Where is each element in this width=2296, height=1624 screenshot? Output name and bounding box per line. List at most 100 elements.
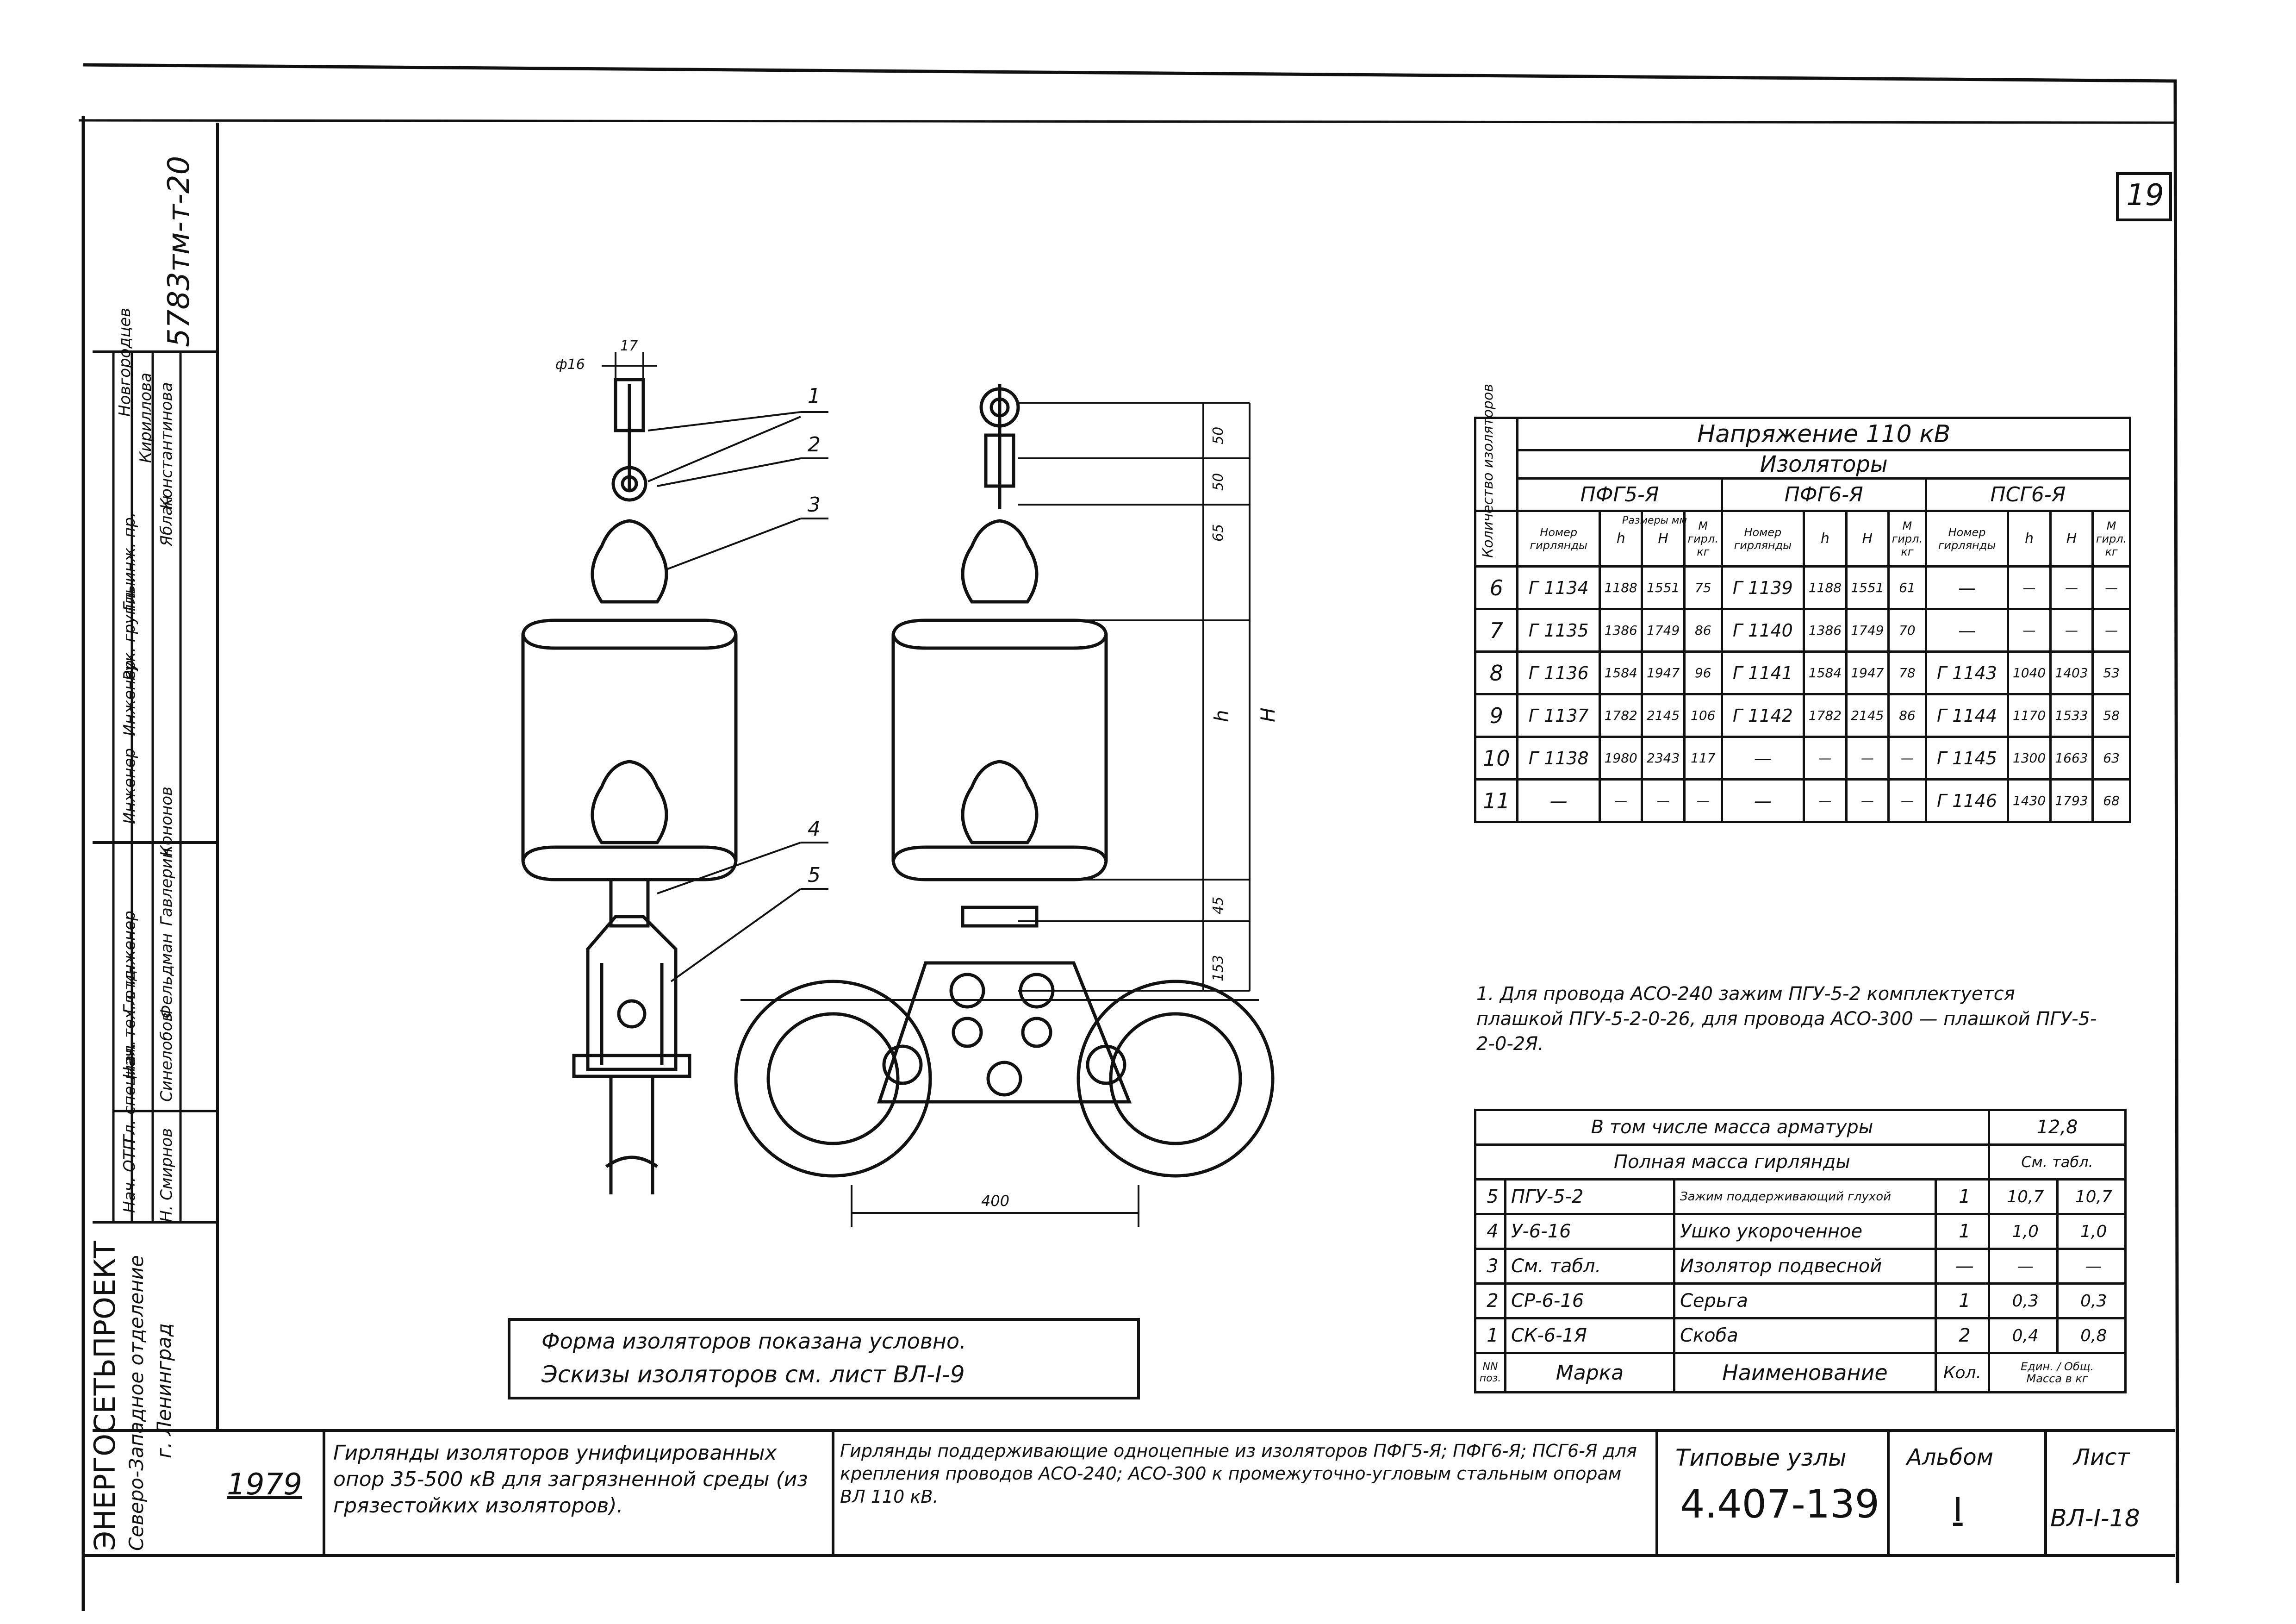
col-nomer: Номер гирлянды [1516, 510, 1601, 568]
org-branch: Северо-Западное отделение [125, 1255, 148, 1551]
table-cell: 1947 [1845, 650, 1890, 695]
table-cell: — [1887, 736, 1927, 781]
signature-name: Фельдман [157, 933, 176, 1018]
signature-name: Синелобов [157, 1012, 176, 1102]
h-pos: NN поз. [1474, 1352, 1506, 1393]
table-cell: 1749 [1845, 608, 1890, 653]
table-cell: Г 1146 [1924, 778, 2010, 823]
table-cell: 1430 [2007, 778, 2052, 823]
total-mass-label: Полная масса гирлянды [1474, 1143, 1990, 1181]
col-H: H [1641, 510, 1686, 568]
spec-cell-mark: СР-6-16 [1504, 1282, 1675, 1319]
col-nomer: Номер гирлянды [1924, 510, 2010, 568]
table-cell: 58 [2091, 693, 2131, 738]
h-qty: Кол. [1935, 1352, 1990, 1393]
table-cell: Г 1141 [1720, 650, 1805, 695]
table-cell: 7 [1474, 608, 1519, 653]
table-cell: 86 [1887, 693, 1927, 738]
table-cell: 1749 [1641, 608, 1686, 653]
spec-cell-qty: 1 [1935, 1178, 1990, 1215]
fittings-mass-value: 12,8 [1988, 1109, 2127, 1146]
spec-cell-name: Серьга [1673, 1282, 1937, 1319]
spec-cell-unit: — [1988, 1248, 2059, 1285]
table-cell: 86 [1683, 608, 1723, 653]
table-cell: 2145 [1641, 693, 1686, 738]
table-cell: 11 [1474, 778, 1519, 823]
table-cell: — [1803, 778, 1848, 823]
note-text: 1. Для провода АСО-240 зажим ПГУ-5-2 ком… [1476, 983, 2097, 1055]
table-cell: — [2049, 565, 2094, 610]
table-cell: — [1803, 736, 1848, 781]
h-name: Наименование [1673, 1352, 1937, 1393]
table-cell: 1663 [2049, 736, 2094, 781]
callout-4: 4 [808, 817, 821, 841]
table-cell: 63 [2091, 736, 2131, 781]
table-cell: 6 [1474, 565, 1519, 610]
table-cell: 1980 [1598, 736, 1643, 781]
row-header: Количество изоляторов [1480, 384, 1496, 558]
spec-cell-pos: 5 [1474, 1178, 1506, 1215]
table-cell: Г 1138 [1516, 736, 1601, 781]
table-cell: — [1887, 778, 1927, 823]
album-value: I [1953, 1491, 1963, 1529]
table-cell: — [1641, 778, 1686, 823]
spec-cell-name: Зажим поддерживающий глухой [1673, 1178, 1937, 1215]
spec-cell-pos: 3 [1474, 1248, 1506, 1285]
table-cell: 78 [1887, 650, 1927, 695]
table-cell: — [1720, 736, 1805, 781]
callout-5: 5 [808, 863, 821, 887]
table-cell: Г 1137 [1516, 693, 1601, 738]
dim-d16: ф16 [555, 356, 585, 373]
dim-400: 400 [981, 1192, 1010, 1210]
table-cell: 1386 [1803, 608, 1848, 653]
signature-name: Константинова [157, 382, 176, 509]
spec-cell-pos: 4 [1474, 1213, 1506, 1250]
table-cell: 117 [1683, 736, 1723, 781]
h-mass-total: Общ. [2064, 1360, 2094, 1373]
dim-d17: 17 [620, 338, 638, 354]
table-cell: 1533 [2049, 693, 2094, 738]
table-cell: Г 1134 [1516, 565, 1601, 610]
table-cell: — [1720, 778, 1805, 823]
col-h: h [2007, 510, 2052, 568]
sheet-label: Лист [2073, 1444, 2130, 1470]
spec-cell-unit: 10,7 [1988, 1178, 2059, 1215]
insulators-subtitle: Изоляторы [1516, 449, 2131, 480]
table-cell: — [1845, 736, 1890, 781]
group-a: ПФГ5-Я [1516, 477, 1723, 512]
signature-name: Н. Смирнов [157, 1128, 176, 1222]
table-cell: Г 1136 [1516, 650, 1601, 695]
table-cell: Г 1135 [1516, 608, 1601, 653]
archive-number: 5783тм-т-20 [162, 156, 196, 347]
table-cell: 1551 [1845, 565, 1890, 610]
org-city: г. Ленинград [153, 1323, 175, 1458]
album-label: Альбом [1907, 1444, 1993, 1470]
table-cell: — [1924, 565, 2010, 610]
table-cell: 1584 [1803, 650, 1848, 695]
table-cell: — [2049, 608, 2094, 653]
table-cell: Г 1140 [1720, 608, 1805, 653]
table-cell: — [1516, 778, 1601, 823]
spec-cell-total: 1,0 [2056, 1213, 2127, 1250]
table-cell: 1584 [1598, 650, 1643, 695]
table-cell: 1188 [1803, 565, 1848, 610]
dim-153: 153 [1210, 955, 1226, 981]
table-cell: 1188 [1598, 565, 1643, 610]
spec-cell-qty: 1 [1935, 1282, 1990, 1319]
table-cell: Г 1143 [1924, 650, 2010, 695]
col-H: H [2049, 510, 2094, 568]
spec-cell-qty: — [1935, 1248, 1990, 1285]
col-h: h [1598, 510, 1643, 568]
sheet-number: 19 [2126, 178, 2164, 212]
col-nomer: Номер гирлянды [1720, 510, 1805, 568]
table-cell: — [1845, 778, 1890, 823]
signature-name: Новгородцев [116, 307, 134, 417]
spec-cell-name: Изолятор подвесной [1673, 1248, 1937, 1285]
